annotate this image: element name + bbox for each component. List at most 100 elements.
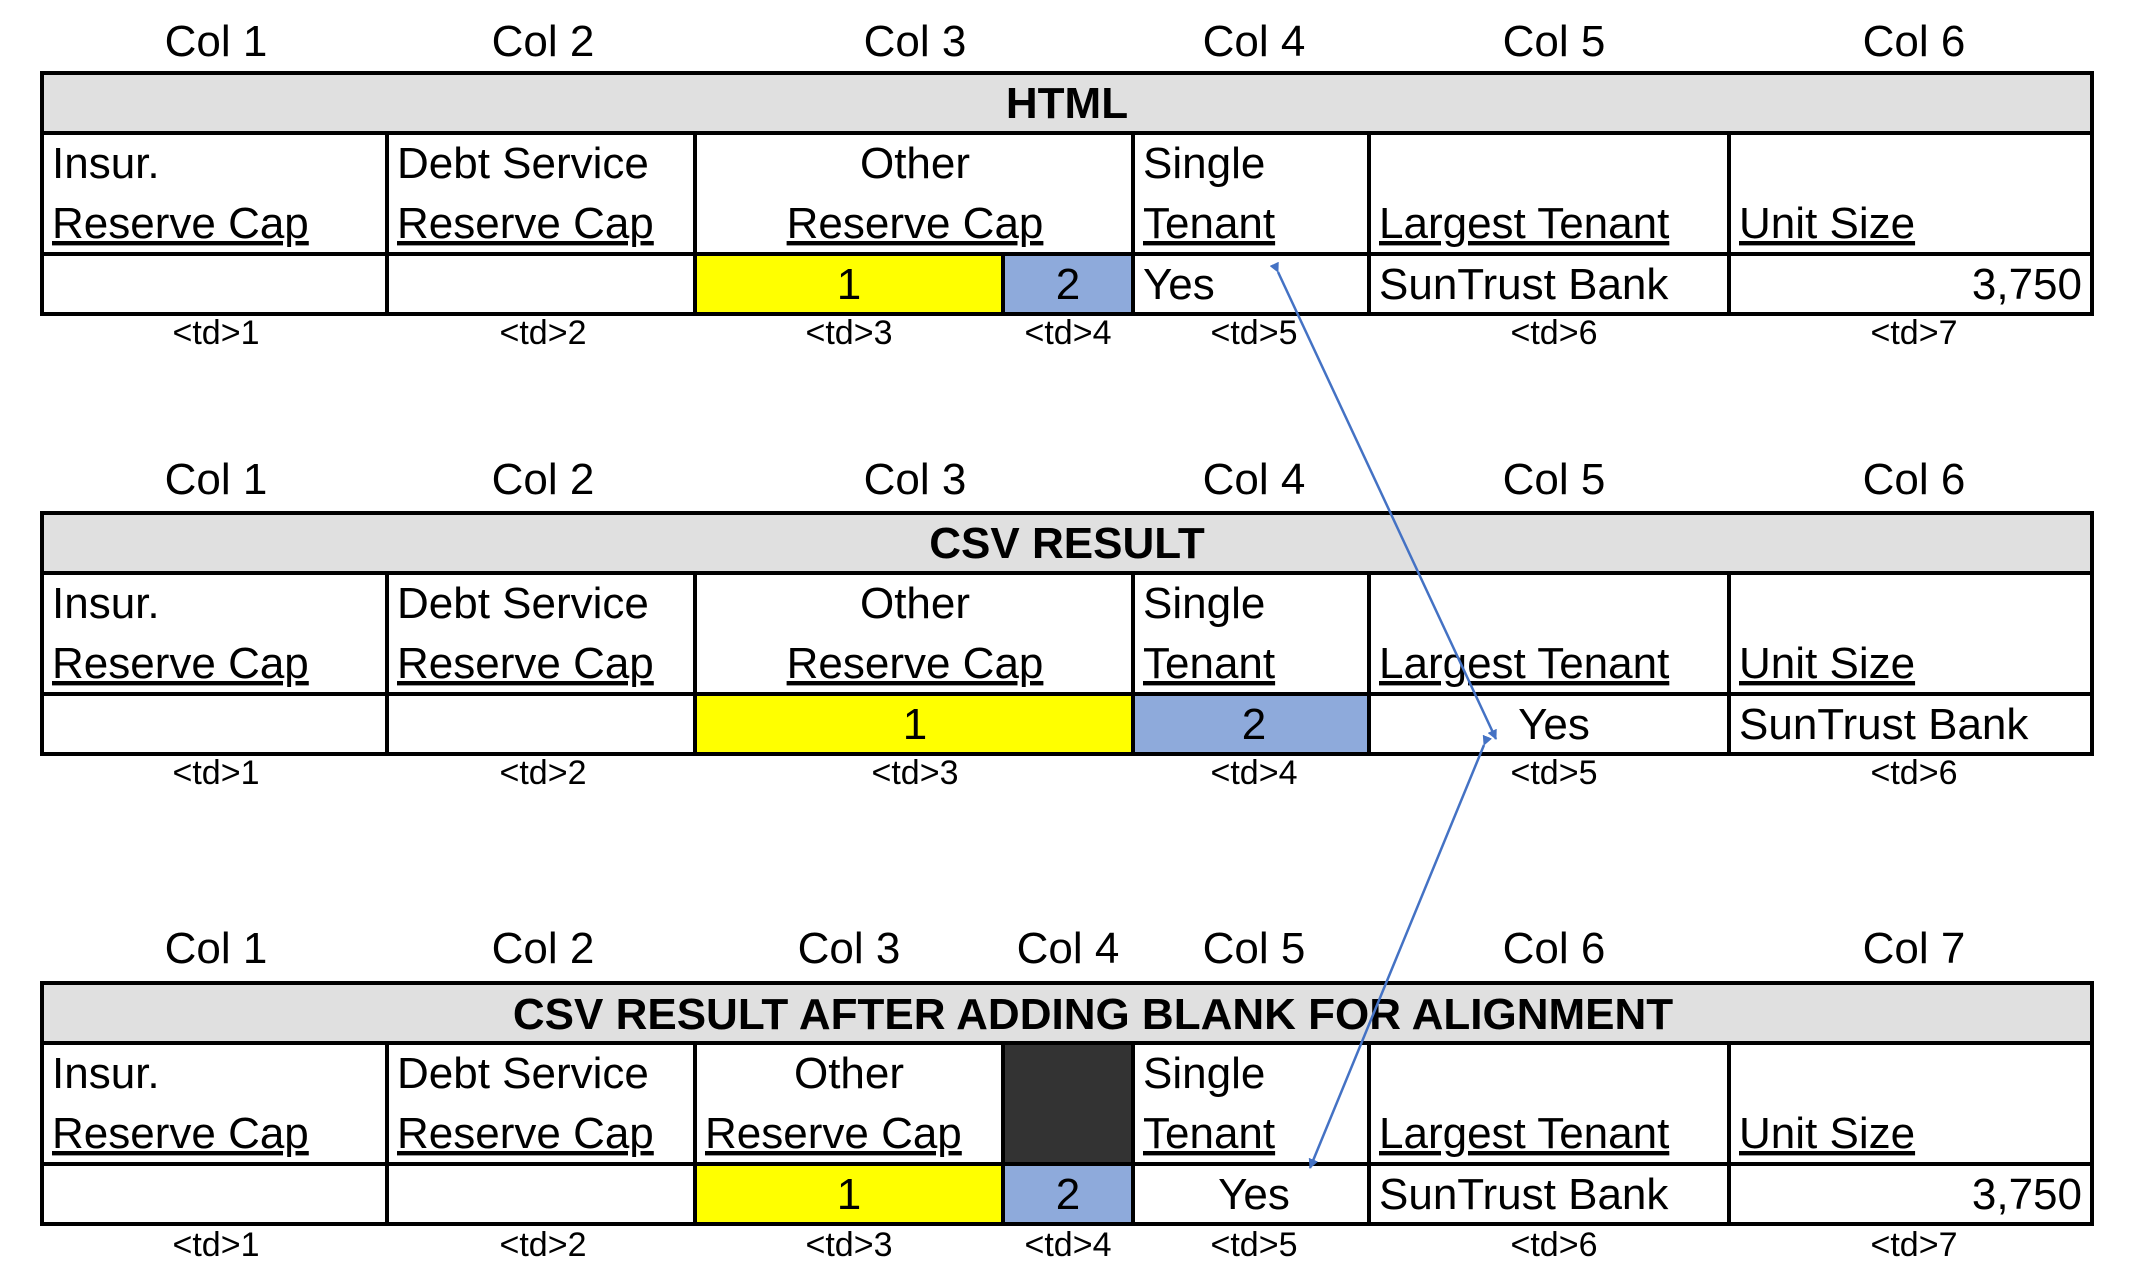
col-header: Col 1 xyxy=(165,455,268,504)
header-line1: Debt Service xyxy=(397,1049,649,1098)
header-line2: Reserve Cap xyxy=(787,639,1044,688)
td-label: <td>2 xyxy=(500,314,587,352)
td-label: <td>7 xyxy=(1871,1226,1958,1264)
header-line2: Unit Size xyxy=(1739,199,1915,248)
col-header: Col 3 xyxy=(864,17,967,66)
header-line2: Largest Tenant xyxy=(1379,639,1669,688)
cell-value: 3,750 xyxy=(1972,260,2082,309)
header-cell xyxy=(693,1041,1005,1166)
header-line2: Tenant xyxy=(1143,1109,1275,1158)
header-line1: Other xyxy=(860,579,970,628)
header-line1: Single xyxy=(1143,139,1265,188)
cell-value: SunTrust Bank xyxy=(1379,1170,1669,1219)
value-cell xyxy=(1727,692,2094,756)
td-label: <td>3 xyxy=(872,754,959,792)
td-label: <td>4 xyxy=(1025,314,1112,352)
td-label: <td>2 xyxy=(500,754,587,792)
blank-alignment-cell xyxy=(1001,1041,1135,1166)
header-line2: Reserve Cap xyxy=(705,1109,962,1158)
header-line1: Single xyxy=(1143,579,1265,628)
col-header: Col 6 xyxy=(1863,17,1966,66)
header-line2: Tenant xyxy=(1143,639,1275,688)
table-title: HTML xyxy=(1006,79,1128,128)
col-header: Col 4 xyxy=(1203,17,1306,66)
value-cell xyxy=(1727,1162,2094,1226)
table-title: CSV RESULT xyxy=(929,519,1205,568)
value-cell xyxy=(1367,1162,1731,1226)
td-label: <td>7 xyxy=(1871,314,1958,352)
table-html: Col 1 Col 2 Col 3 Col 4 Col 5 Col 6 HTML… xyxy=(40,17,2094,352)
value-cell-yellow xyxy=(693,692,1135,756)
header-cell xyxy=(693,571,1135,696)
cell-value: 1 xyxy=(837,260,861,309)
header-line1: Debt Service xyxy=(397,139,649,188)
td-label: <td>6 xyxy=(1511,1226,1598,1264)
value-cell xyxy=(40,252,389,316)
col-header: Col 2 xyxy=(492,924,595,973)
header-line1: Debt Service xyxy=(397,579,649,628)
header-line2: Reserve Cap xyxy=(52,199,309,248)
value-cell xyxy=(40,1162,389,1226)
td-label: <td>2 xyxy=(500,1226,587,1264)
arrow-html-to-csv xyxy=(1269,261,1498,740)
td-label: <td>5 xyxy=(1211,314,1298,352)
header-line2: Unit Size xyxy=(1739,1109,1915,1158)
col-header: Col 1 xyxy=(165,17,268,66)
col-header: Col 1 xyxy=(165,924,268,973)
table-csv-aligned: Col 1 Col 2 Col 3 Col 4 Col 5 Col 6 Col … xyxy=(40,924,2094,1264)
header-line1: Other xyxy=(860,139,970,188)
header-line2: Reserve Cap xyxy=(787,199,1044,248)
value-cell xyxy=(385,1162,697,1226)
header-line2: Reserve Cap xyxy=(397,199,654,248)
table-title: CSV RESULT AFTER ADDING BLANK FOR ALIGNM… xyxy=(513,990,1673,1039)
cell-value: 2 xyxy=(1056,1170,1080,1219)
td-label: <td>5 xyxy=(1211,1226,1298,1264)
td-label: <td>4 xyxy=(1025,1226,1112,1264)
col-header: Col 5 xyxy=(1203,924,1306,973)
header-line2: Unit Size xyxy=(1739,639,1915,688)
value-cell xyxy=(1727,252,2094,316)
header-line2: Reserve Cap xyxy=(52,1109,309,1158)
col-header: Col 3 xyxy=(798,924,901,973)
value-cell-blue xyxy=(1001,252,1135,316)
table-title-cell xyxy=(40,71,2094,135)
cell-value: 1 xyxy=(903,700,927,749)
header-line2: Reserve Cap xyxy=(52,639,309,688)
col-header: Col 5 xyxy=(1503,17,1606,66)
col-header: Col 5 xyxy=(1503,455,1606,504)
td-label: <td>6 xyxy=(1511,314,1598,352)
col-header: Col 2 xyxy=(492,17,595,66)
td-label: <td>4 xyxy=(1211,754,1298,792)
header-line2: Largest Tenant xyxy=(1379,1109,1669,1158)
td-label: <td>1 xyxy=(173,314,260,352)
header-line1: Insur. xyxy=(52,579,160,628)
col-header: Col 6 xyxy=(1863,455,1966,504)
value-cell xyxy=(385,252,697,316)
header-line2: Tenant xyxy=(1143,199,1275,248)
td-label: <td>6 xyxy=(1871,754,1958,792)
value-cell xyxy=(385,692,697,756)
td-label: <td>3 xyxy=(806,1226,893,1264)
cell-value: 1 xyxy=(837,1170,861,1219)
cell-value: Yes xyxy=(1518,700,1590,749)
value-cell-yellow xyxy=(693,1162,1005,1226)
cell-value: 2 xyxy=(1056,260,1080,309)
header-line2: Reserve Cap xyxy=(397,1109,654,1158)
table-csv-result: Col 1 Col 2 Col 3 Col 4 Col 5 Col 6 CSV … xyxy=(40,455,2094,792)
arrow-csv-to-aligned xyxy=(1308,734,1493,1169)
header-line1: Other xyxy=(794,1049,904,1098)
col-header: Col 6 xyxy=(1503,924,1606,973)
arrows xyxy=(1269,261,1498,1169)
header-cell xyxy=(1727,1041,2094,1166)
value-cell xyxy=(40,692,389,756)
header-line1: Single xyxy=(1143,1049,1265,1098)
col-header: Col 2 xyxy=(492,455,595,504)
col-header: Col 7 xyxy=(1863,924,1966,973)
header-line2: Largest Tenant xyxy=(1379,199,1669,248)
header-line1: Insur. xyxy=(52,139,160,188)
td-label: <td>5 xyxy=(1511,754,1598,792)
cell-value: 2 xyxy=(1242,700,1266,749)
cell-value: SunTrust Bank xyxy=(1379,260,1669,309)
header-cell xyxy=(1367,131,1731,256)
